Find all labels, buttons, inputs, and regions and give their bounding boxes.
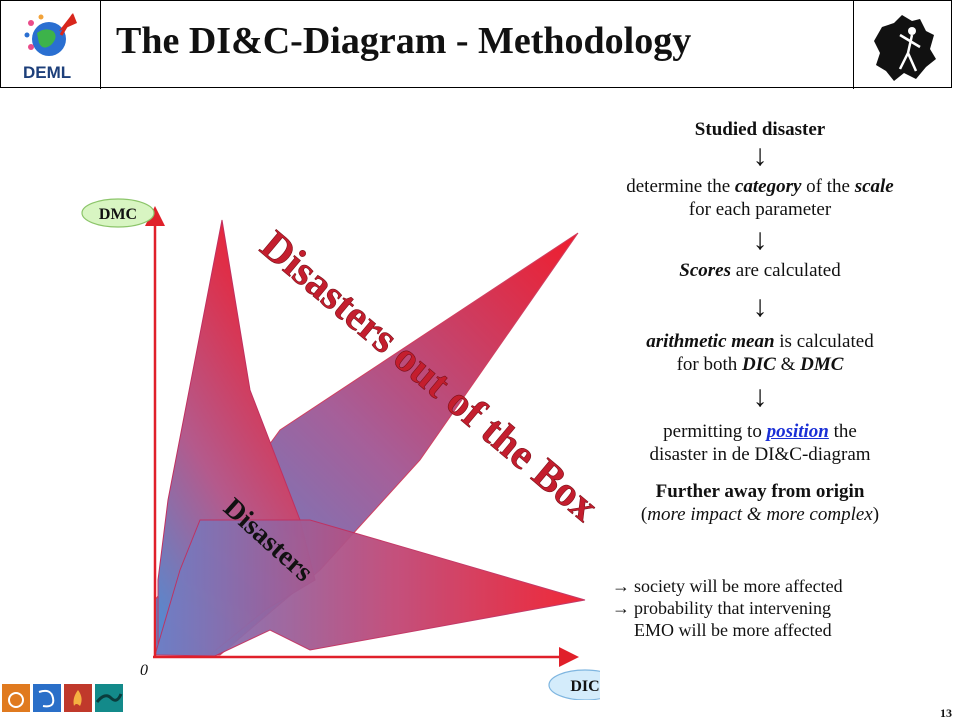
flow-step-scores: Scores are calculated — [679, 260, 841, 281]
dic-label-bubble — [548, 669, 600, 700]
flow-step-category: determine the category of the scale — [626, 176, 894, 197]
bullet-probability: →probability that intervening — [612, 598, 831, 618]
flow-arrow-2: ↓ — [752, 223, 768, 256]
bullet-society: →society will be more affected — [612, 576, 843, 596]
bullet-probability-cont: EMO will be more affected — [634, 620, 832, 640]
deml-logo-text: DEML — [23, 63, 72, 82]
conclusion-sub: (more impact & more complex) — [640, 504, 880, 525]
university-logo — [853, 1, 951, 89]
footer-logos — [2, 684, 123, 712]
flow-step-parameter: for each parameter — [688, 199, 832, 220]
conclusion-heading: Further away from origin — [655, 481, 865, 502]
horizontal-spike-shape — [154, 519, 586, 657]
slide-header: DEML The DI&C-Diagram - Methodology — [0, 0, 952, 89]
map-figure-icon — [874, 15, 936, 81]
flow-step-studied-disaster: Studied disaster — [694, 119, 826, 140]
page-title: The DI&C-Diagram - Methodology — [116, 20, 692, 62]
flow-arrow-1: ↓ — [752, 139, 768, 172]
footer-logo-blue-icon — [33, 684, 61, 712]
dmc-label-bubble — [81, 198, 155, 228]
y-axis-label: DMC — [99, 206, 137, 223]
conclusion-bullets: →society will be more affected →probabil… — [612, 575, 843, 641]
footer-logo-flame-icon — [64, 684, 92, 712]
flow-step-position: permitting to position the — [663, 421, 857, 442]
x-axis-label: DIC — [570, 678, 599, 695]
deml-logo: DEML — [1, 1, 101, 89]
flow-step-both: for both DIC & DMC — [676, 354, 844, 375]
footer-logo-wave-icon — [95, 684, 123, 712]
deml-globe-icon — [24, 13, 77, 56]
flow-arrow-4: ↓ — [752, 380, 768, 413]
footer-logo-orange-icon — [2, 684, 30, 712]
origin-label: 0 — [140, 662, 148, 679]
flow-arrow-3: ↓ — [752, 290, 768, 323]
page-number: 13 — [940, 706, 952, 720]
flow-step-diagram: disaster in de DI&C-diagram — [649, 444, 871, 465]
flow-step-mean: arithmetic mean is calculated — [646, 331, 874, 352]
dic-diagram: DMC DIC 0 Disasters out of the Box Disas… — [81, 198, 600, 700]
methodology-flow: Studied disaster ↓ determine the categor… — [595, 118, 925, 526]
